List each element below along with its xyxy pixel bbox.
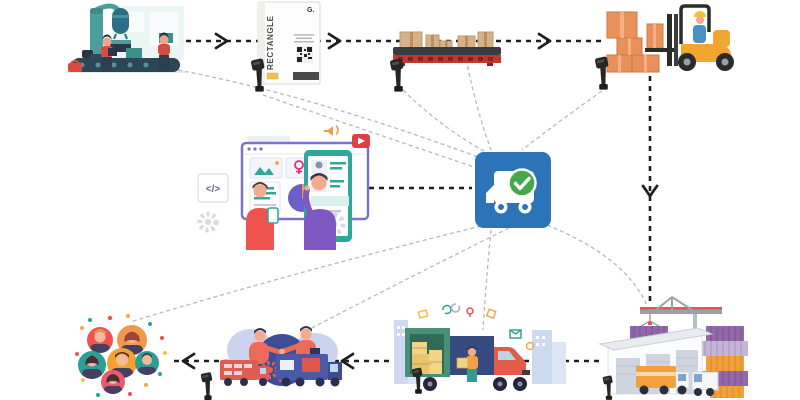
barcode-scanner-icon [594,55,613,92]
avatar [135,351,159,375]
warehouse-yard-illustration [598,280,800,400]
code-symbol: </> [206,184,221,195]
female-symbol-icon [294,160,304,174]
avatar [87,327,113,353]
orange-truck-icon [636,366,690,395]
forklift-icon [645,4,734,71]
cargo-open [405,328,450,377]
blue-truck-icon [276,354,342,387]
customers-group-illustration [70,290,172,400]
worker-carrying-box [456,346,478,382]
avatar [78,351,106,379]
package-fine-print [294,34,314,43]
person-purple-shirt [303,173,336,250]
speaker-icon [324,125,339,136]
video-play-icon [352,134,370,148]
delivery-app-icon [474,151,552,229]
package-qr-code-icon [296,46,313,63]
confetti-dots [75,314,167,397]
wheels [423,377,527,391]
package-label: RECTANGLE [266,15,275,70]
robot-gripper-icon [112,8,129,34]
barcode-scanner-icon [250,57,269,94]
app-data-curves [129,58,649,332]
worker-left [101,34,117,72]
barcode-scanner-icon [200,371,216,400]
worker-right [158,32,173,71]
partner-left [249,328,283,364]
person-red-shirt [246,182,279,250]
barcode-scanner-icon [389,57,408,94]
avatar [101,370,125,394]
doodle-icons [417,303,535,351]
partner-handover-illustration [218,294,350,400]
parcel-conveyor-illustration [391,24,505,66]
labeled-package-illustration: RECTANGLE G. [256,0,326,88]
marketing-team-illustration: </> [192,110,392,250]
barcode-scanner-icon [602,375,616,400]
check-badge-icon [507,168,537,198]
parcel-tape [410,32,487,49]
barcode-scanner-icon [411,367,426,395]
truck-cab [494,347,530,375]
handshake [279,348,285,355]
factory-belt [72,58,180,72]
red-truck-icon [220,360,269,386]
truck-loading-illustration [394,284,566,398]
code-icon: </> [197,173,229,203]
production-line-illustration [60,2,192,80]
forklift-boxes-illustration [601,0,751,78]
box-tape [618,12,656,72]
image-card-icon [254,167,274,175]
package-brand: G. [307,7,314,14]
white-truck-icon [691,371,719,396]
